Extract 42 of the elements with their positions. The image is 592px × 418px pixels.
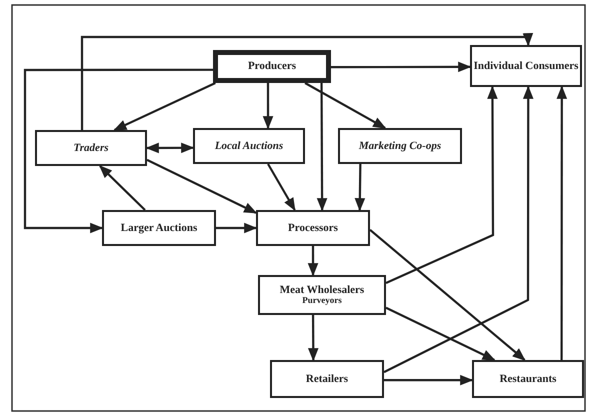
arrow — [354, 164, 366, 212]
arrow — [304, 82, 386, 129]
box-label: Restaurants — [500, 372, 556, 386]
arrow — [24, 68, 213, 234]
arrow — [146, 158, 258, 214]
arrow — [386, 86, 498, 284]
arrow — [386, 306, 496, 361]
process-box — [35, 130, 147, 166]
arrow — [113, 82, 216, 131]
arrow — [384, 86, 534, 374]
arrow — [80, 32, 534, 130]
process-box — [256, 210, 370, 246]
arrow — [267, 163, 296, 212]
arrow — [316, 83, 328, 212]
arrow — [331, 62, 472, 72]
arrow — [216, 222, 258, 234]
arrow — [262, 83, 274, 130]
box-label: Meat Wholesalers — [280, 284, 364, 296]
box-label: Marketing Co-ops — [358, 140, 442, 152]
box-label: Retailers — [306, 372, 348, 386]
process-box — [102, 210, 216, 246]
arrow — [146, 142, 194, 154]
process-box — [270, 360, 384, 398]
process-box — [193, 128, 305, 164]
arrow — [308, 315, 319, 362]
box-label: Producers — [248, 60, 296, 73]
process-box — [470, 45, 582, 87]
process-box — [472, 360, 584, 398]
process-box — [213, 50, 331, 83]
process-box — [338, 128, 462, 164]
box-label: Processors — [288, 222, 338, 234]
arrow — [99, 165, 146, 211]
arrow — [369, 228, 526, 361]
box-label: Individual Consumers — [474, 60, 578, 72]
box-label: Traders — [73, 142, 109, 154]
box-label: Larger Auctions — [120, 222, 198, 234]
process-box — [258, 275, 386, 315]
box-label: Local Auctions — [214, 140, 284, 152]
arrow — [384, 374, 474, 386]
box-subtitle: Purveyors — [302, 296, 342, 306]
arrow — [556, 86, 568, 360]
arrow — [308, 246, 318, 276]
